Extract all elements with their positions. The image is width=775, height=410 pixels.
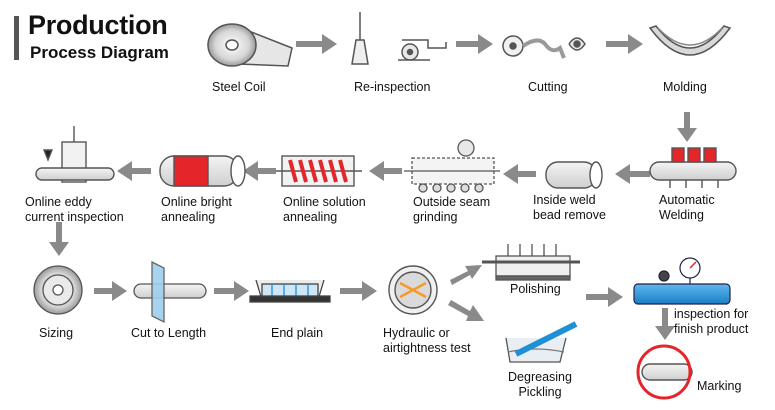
label-hydraulic-test: Hydraulic or airtightness test [383,326,471,355]
label-end-plain: End plain [271,326,324,340]
title-accent-bar [14,16,19,60]
arrow-cut-to-end [214,281,249,301]
cutting-icon [502,35,586,59]
end-plain-icon [249,279,331,303]
polishing-icon [482,244,580,281]
molding-icon [648,25,732,56]
label-online-bright-annealing: Online bright annealing [161,195,232,224]
arrow-bright-to-eddy [117,161,151,181]
arrow-inspection-to-marking [655,308,675,340]
label-polishing: Polishing [510,282,561,296]
flow-arrows [49,34,697,340]
arrow-hydraulic-to-degreasing [448,300,484,321]
automatic-welding-icon [649,147,737,188]
label-cutting: Cutting [528,80,568,94]
arrow-eddy-to-sizing [49,222,69,256]
label-sizing: Sizing [39,326,74,340]
arrow-molding-to-welding [677,112,697,142]
arrow-sizing-to-cut [94,281,127,301]
eddy-current-icon [35,126,115,183]
outside-seam-grinding-icon [404,139,500,193]
bright-annealing-icon [159,155,246,187]
label-automatic-welding: Automatic Welding [659,193,715,222]
re-inspection-icon [351,12,447,65]
arrow-cutting-to-molding [606,34,643,54]
arrow-solution-to-bright [243,161,276,181]
cut-to-length-icon [133,260,207,324]
marking-icon [636,344,693,400]
arrow-reinspection-to-cutting [456,34,493,54]
hydraulic-test-icon [388,265,438,315]
page-subtitle: Process Diagram [30,43,169,62]
page-title: Production [28,10,168,40]
label-outside-seam-grinding: Outside seam grinding [413,195,491,224]
label-steel-coil: Steel Coil [212,80,266,94]
arrow-welding-to-bead [615,164,650,184]
arrow-hydraulic-to-polishing [450,265,482,285]
label-inside-weld-bead-remove: Inside weld bead remove [533,193,606,222]
degreasing-icon [505,321,578,363]
label-online-eddy-current-inspection: Online eddy current inspection [25,195,124,224]
arrow-end-to-hydraulic [340,281,377,301]
inside-weld-bead-icon [545,161,603,189]
label-marking: Marking [697,379,742,393]
label-inspection-finish-product: inspection for finish product [674,307,749,336]
label-online-solution-annealing: Online solution annealing [283,195,366,224]
solution-annealing-icon [276,155,362,187]
arrow-bead-to-seam [503,164,536,184]
arrow-coil-to-reinspection [296,34,337,54]
steel-coil-icon [207,23,293,67]
arrow-polishing-to-inspection [586,287,623,307]
finish-inspection-icon [633,257,731,305]
label-cut-to-length: Cut to Length [131,326,207,340]
label-molding: Molding [663,80,707,94]
arrow-seam-to-solution [369,161,402,181]
label-re-inspection: Re-inspection [354,80,431,94]
label-degreasing-pickling: Degreasing Pickling [508,370,572,399]
sizing-icon [33,265,83,315]
